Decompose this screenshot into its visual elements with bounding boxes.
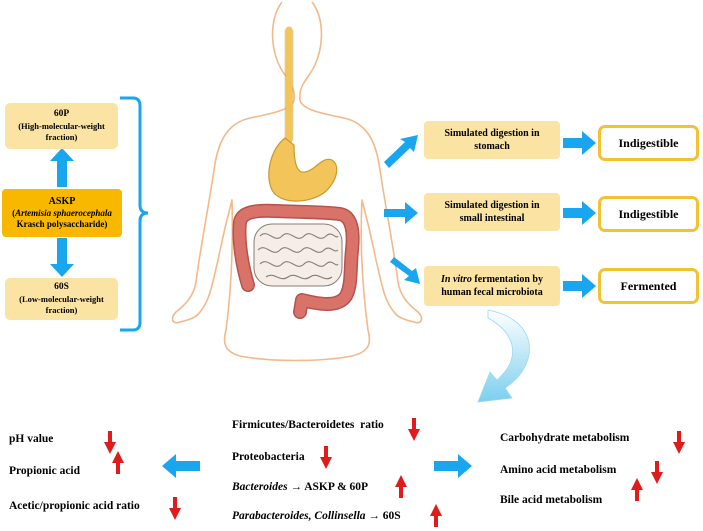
effect-parabacteroides: Parabacteroides, Collinsella → 60S xyxy=(232,510,401,522)
fraction-60s-title: 60S xyxy=(54,282,69,293)
fraction-60p-subtitle: (High-molecular-weight fraction) xyxy=(18,121,105,142)
effect-bacteroides-text: → ASKP & 60P xyxy=(287,481,369,493)
result-fermentation-box: Fermented xyxy=(598,268,699,304)
effect-proteobacteria: Proteobacteria xyxy=(232,451,305,463)
effect-parabacteroides-text: → 60S xyxy=(365,510,401,522)
step-stomach-text: Simulated digestion in stomach xyxy=(444,128,540,152)
step-intestine-box: Simulated digestion in small intestinal xyxy=(424,193,560,231)
result-intestine-text: Indigestible xyxy=(618,206,679,221)
step-arrows xyxy=(384,135,420,284)
left-bracket xyxy=(120,96,149,332)
fraction-60s-subtitle: (Low-molecular-weight fraction) xyxy=(19,294,104,315)
effect-bile-acid-metabolism: Bile acid metabolism xyxy=(500,494,603,506)
fraction-arrows xyxy=(50,148,74,277)
red-arrows xyxy=(104,418,685,527)
bottom-arrows xyxy=(162,454,472,478)
askp-box: ASKP (Artemisia sphaerocephala Krasch po… xyxy=(2,189,122,237)
effect-propionic-acid: Propionic acid xyxy=(9,465,81,477)
result-stomach-text: Indigestible xyxy=(618,135,679,150)
step-fermentation-text: fermentation by human fecal microbiota xyxy=(441,274,543,298)
effect-firmicutes-ratio: Firmicutes/Bacteroidetes ratio xyxy=(232,419,384,431)
result-fermentation-text: Fermented xyxy=(620,278,677,293)
result-arrows xyxy=(563,131,596,298)
askp-species: Artemisia sphaerocephala xyxy=(15,208,112,218)
fraction-60p-title: 60P xyxy=(53,109,70,120)
askp-suffix: Krasch polysaccharide) xyxy=(16,219,108,230)
result-stomach-box: Indigestible xyxy=(598,125,699,161)
effect-carbohydrate-metabolism: Carbohydrate metabolism xyxy=(500,432,630,444)
effect-parabacteroides-italic: Parabacteroides, Collinsella xyxy=(232,510,366,522)
fraction-60p-box: 60P (High-molecular-weight fraction) xyxy=(5,103,118,149)
fraction-60s-box: 60S (Low-molecular-weight fraction) xyxy=(5,278,118,320)
stomach xyxy=(268,137,338,202)
effect-acetic-propionic-ratio: Acetic/propionic acid ratio xyxy=(9,500,140,512)
effect-bacteroides: Bacteroides → ASKP & 60P xyxy=(232,481,368,493)
step-stomach-box: Simulated digestion in stomach xyxy=(424,121,560,159)
effect-ph-value: pH value xyxy=(9,433,54,445)
result-intestine-box: Indigestible xyxy=(598,196,699,232)
step-intestine-text: Simulated digestion in small intestinal xyxy=(444,200,540,224)
step-fermentation-italic: In vitro xyxy=(441,274,472,285)
curved-down-arrow xyxy=(477,309,530,403)
effect-amino-acid-metabolism: Amino acid metabolism xyxy=(500,464,617,476)
human-body-outline xyxy=(171,1,423,362)
effect-bacteroides-italic: Bacteroides xyxy=(232,481,288,493)
small-intestine xyxy=(253,223,343,287)
step-fermentation-box: In vitro fermentation by human fecal mic… xyxy=(424,266,560,306)
askp-title: ASKP xyxy=(48,195,76,207)
